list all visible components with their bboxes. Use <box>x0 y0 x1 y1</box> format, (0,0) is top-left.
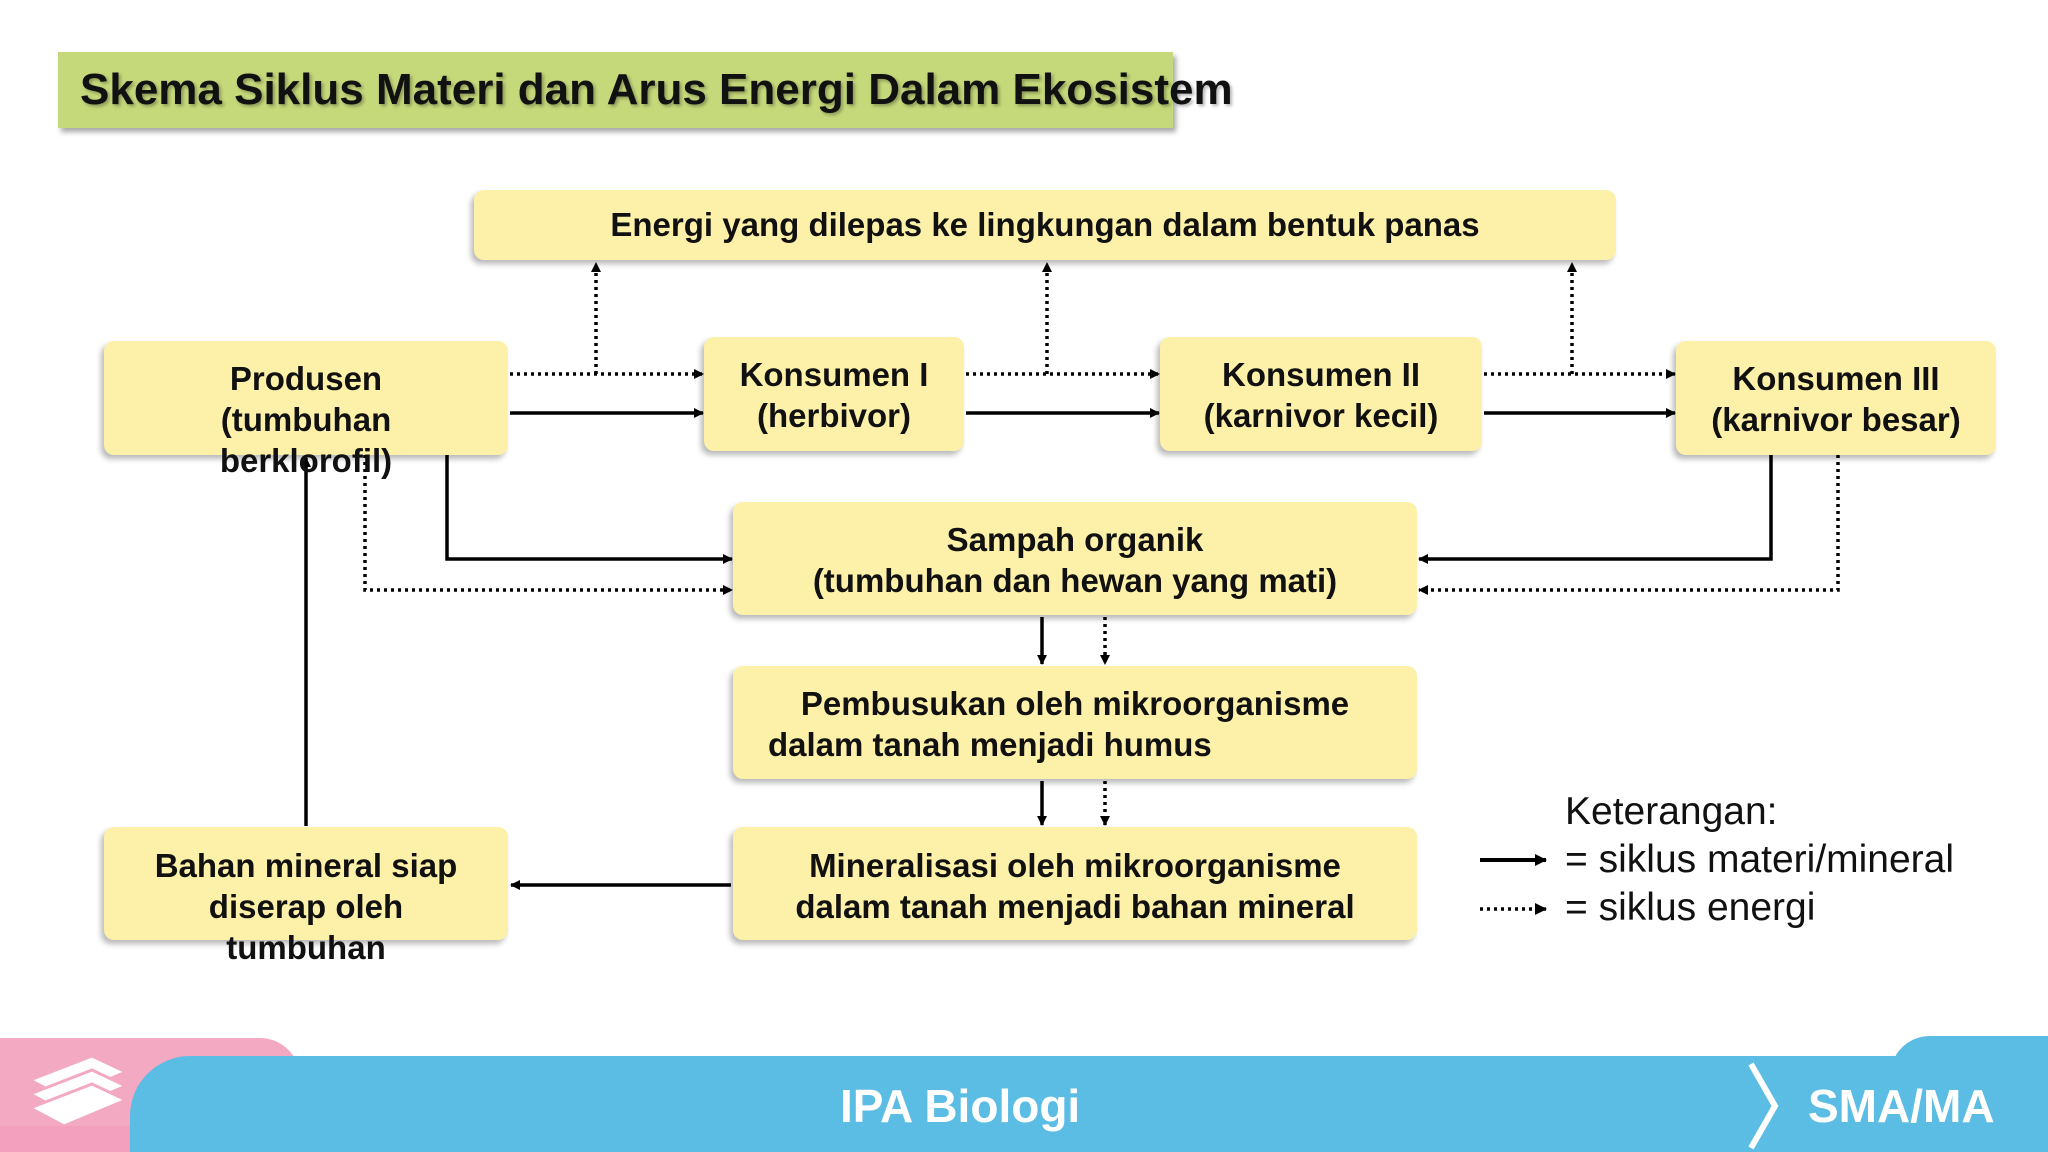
footer-blue-band <box>130 1056 2048 1152</box>
produsen-line-3: berklorofil) <box>219 442 393 479</box>
matter-arrow-k3-sampah <box>1418 455 1773 564</box>
title-bar <box>58 52 1173 128</box>
mineralisasi-line-1: Mineralisasi oleh mikroorganisme <box>809 847 1341 884</box>
page-title: Skema Siklus Materi dan Arus Energi Dala… <box>80 65 1233 114</box>
sampah-line-1: Sampah organik <box>946 521 1204 558</box>
konsumen-3-line-1: Konsumen III <box>1732 360 1940 397</box>
legend-energi: = siklus energi <box>1565 886 1816 929</box>
chevron-icon <box>1748 1062 1779 1150</box>
box-sampah <box>733 502 1417 615</box>
matter-arrow-produsen-sampah <box>445 455 733 564</box>
konsumen-1-line-1: Konsumen I <box>739 356 929 393</box>
energi-label: Energi yang dilepas ke lingkungan dalam … <box>610 206 1480 243</box>
pembusukan-line-1: Pembusukan oleh mikroorganisme <box>800 685 1350 722</box>
konsumen-1-line-2: (herbivor) <box>756 397 911 434</box>
box-produsen <box>104 341 508 455</box>
box-konsumen-3 <box>1676 341 1996 455</box>
legend-materi: = siklus materi/mineral <box>1565 838 1955 881</box>
box-konsumen-1 <box>704 337 964 451</box>
footer-level: SMA/MA <box>1808 1080 1995 1132</box>
box-mineralisasi <box>733 827 1417 940</box>
box-bahan-mineral <box>104 827 508 940</box>
box-energi <box>474 190 1616 260</box>
pembusukan-line-2: dalam tanah menjadi humus <box>768 726 1212 763</box>
konsumen-2-line-1: Konsumen II <box>1221 356 1421 393</box>
produsen-line-1: Produsen <box>229 360 383 397</box>
box-pembusukan <box>733 666 1417 779</box>
box-konsumen-2 <box>1160 337 1482 451</box>
bahan-mineral-line-1: Bahan mineral siap <box>154 847 458 884</box>
legend-heading: Keterangan: <box>1565 790 1778 833</box>
konsumen-3-line-2: (karnivor besar) <box>1711 401 1961 438</box>
bahan-mineral-line-3: tumbuhan <box>226 929 386 966</box>
bahan-mineral-line-2: diserap oleh <box>208 888 404 925</box>
energy-arrow-produsen-sampah <box>363 455 733 595</box>
footer-subject: IPA Biologi <box>840 1080 1081 1132</box>
sampah-line-2: (tumbuhan dan hewan yang mati) <box>812 562 1338 599</box>
produsen-line-2: (tumbuhan <box>220 401 392 438</box>
energy-arrow-k3-sampah <box>1418 455 1840 595</box>
konsumen-2-line-2: (karnivor kecil) <box>1203 397 1439 434</box>
mineralisasi-line-2: dalam tanah menjadi bahan mineral <box>795 888 1355 925</box>
book-stack-icon <box>26 1054 130 1126</box>
